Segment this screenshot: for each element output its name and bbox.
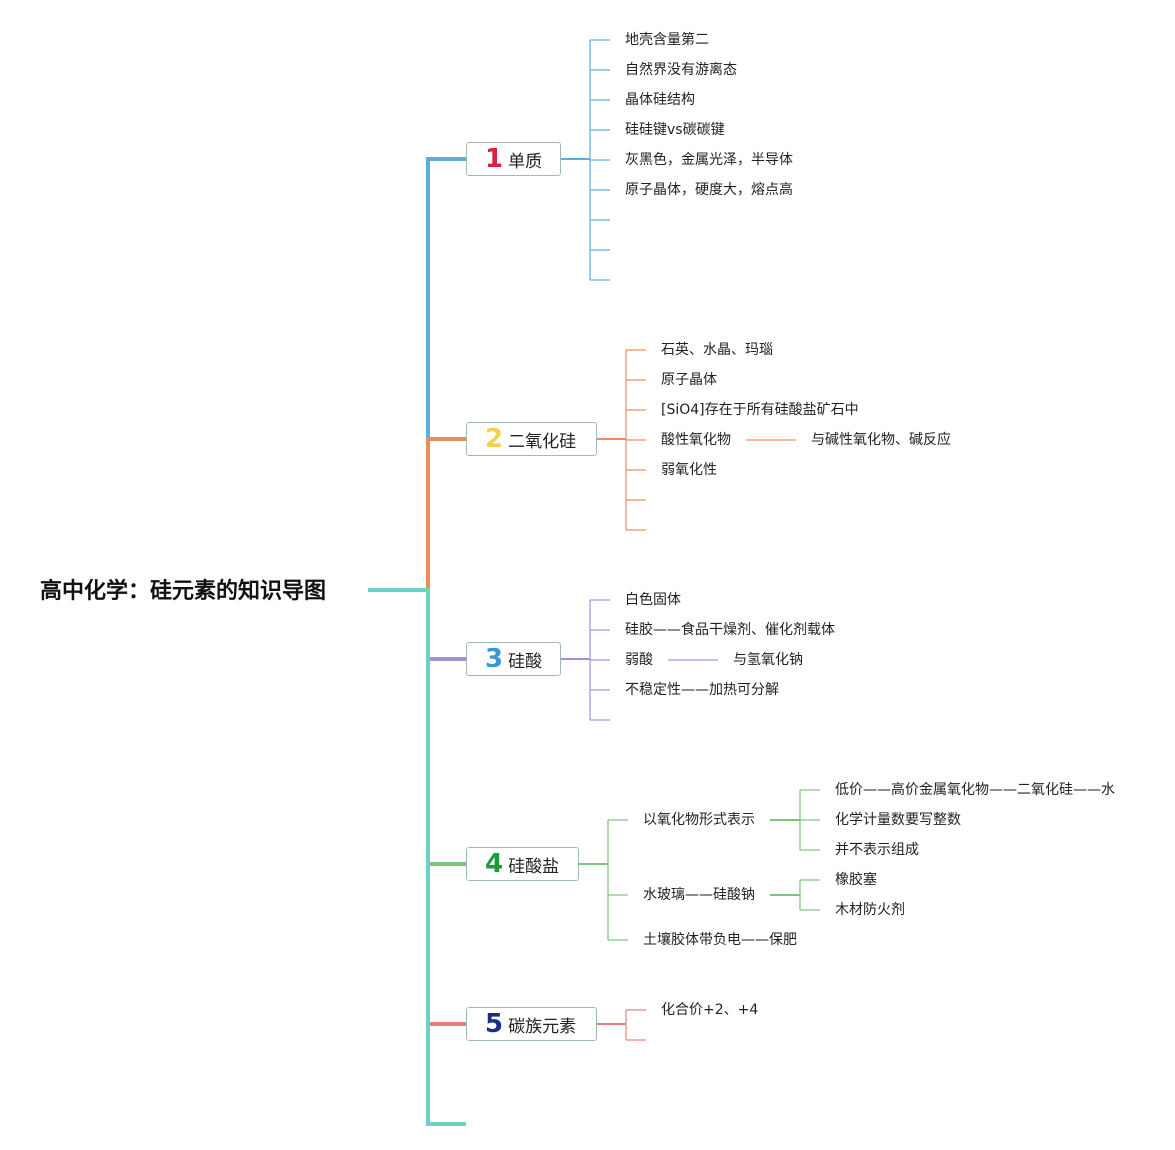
b3-item-1[interactable]: 白色固体 (625, 592, 681, 608)
b4-group-1-child-3[interactable]: 并不表示组成 (835, 842, 919, 858)
b1-item-6[interactable]: 原子晶体，硬度大，熔点高 (625, 182, 793, 198)
b4-group-3[interactable]: 土壤胶体带负电——保肥 (643, 932, 797, 948)
b4-group-2-child-2[interactable]: 木材防火剂 (835, 902, 905, 918)
branch-1-label: 单质 (508, 151, 543, 172)
branch-1-topic[interactable]: 1 单质 (466, 142, 561, 176)
b4-group-2-child-1[interactable]: 橡胶塞 (835, 872, 877, 888)
branch-5-label: 碳族元素 (508, 1016, 577, 1037)
b3-item-3[interactable]: 弱酸 (625, 652, 653, 668)
branch-5-number: 5 (485, 1009, 504, 1039)
b4-group-2[interactable]: 水玻璃——硅酸钠 (643, 887, 755, 903)
b2-item-4[interactable]: 酸性氧化物 (661, 432, 731, 448)
b4-group-1[interactable]: 以氧化物形式表示 (643, 812, 755, 828)
branch-1-number: 1 (485, 144, 504, 174)
b2-item-1[interactable]: 石英、水晶、玛瑙 (661, 342, 773, 358)
b3-item-4[interactable]: 不稳定性——加热可分解 (625, 682, 779, 698)
connector-trunk-4 (426, 590, 466, 866)
connector-trunk-2 (426, 437, 466, 590)
b3-item-2[interactable]: 硅胶——食品干燥剂、催化剂载体 (625, 622, 835, 638)
connector-trunk-1 (426, 157, 466, 590)
b1-item-1[interactable]: 地壳含量第二 (625, 32, 709, 48)
b4-group-1-child-2[interactable]: 化学计量数要写整数 (835, 812, 961, 828)
branch-2-topic[interactable]: 2 二氧化硅 (466, 422, 597, 456)
b2-item-2[interactable]: 原子晶体 (661, 372, 717, 388)
b1-item-2[interactable]: 自然界没有游离态 (625, 62, 737, 78)
branch-3-topic[interactable]: 3 硅酸 (466, 642, 561, 676)
b2-item-5[interactable]: 弱氧化性 (661, 462, 717, 478)
branch-4-topic[interactable]: 4 硅酸盐 (466, 847, 579, 881)
root-topic[interactable]: 高中化学：硅元素的知识导图 (40, 579, 327, 604)
b2-item-4-sub[interactable]: 与碱性氧化物、碱反应 (811, 432, 951, 448)
b2-item-3[interactable]: [SiO4]存在于所有硅酸盐矿石中 (661, 402, 859, 418)
connector-trunk-6 (368, 588, 466, 1126)
branch-3-number: 3 (485, 644, 504, 674)
b1-item-3[interactable]: 晶体硅结构 (625, 92, 695, 108)
branch-2-label: 二氧化硅 (508, 431, 577, 452)
branch-4-number: 4 (485, 849, 504, 879)
branch-2-number: 2 (485, 424, 504, 454)
branch-5-topic[interactable]: 5 碳族元素 (466, 1007, 597, 1041)
b3-item-3-sub[interactable]: 与氢氧化钠 (733, 652, 803, 668)
connector-trunk-3 (426, 590, 466, 661)
branch-4-label: 硅酸盐 (508, 856, 560, 877)
b1-item-5[interactable]: 灰黑色，金属光泽，半导体 (625, 152, 793, 168)
connector-trunk-5 (426, 590, 466, 1026)
b5-item-1[interactable]: 化合价+2、+4 (661, 1002, 759, 1018)
b1-item-4[interactable]: 硅硅键vs碳碳键 (625, 122, 725, 138)
b4-group-1-child-1[interactable]: 低价——高价金属氧化物——二氧化硅——水 (835, 782, 1115, 798)
branch-3-label: 硅酸 (508, 651, 543, 672)
